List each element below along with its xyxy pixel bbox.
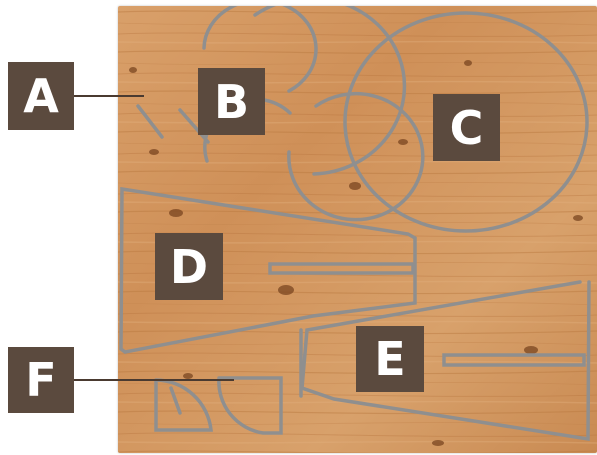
piece-b-outer-arc — [202, 6, 318, 93]
piece-b-cut — [178, 108, 210, 144]
label-d: D — [155, 233, 223, 300]
piece-a-inner-arc — [287, 91, 425, 222]
label-c: C — [433, 94, 500, 161]
piece-d-slot — [268, 262, 415, 275]
label-f: F — [8, 347, 74, 413]
piece-f-right — [217, 376, 283, 435]
piece-d-outline — [119, 186, 417, 354]
piece-f-divider — [169, 386, 182, 415]
panel-graphic — [118, 6, 597, 453]
leader-line-a — [74, 95, 144, 97]
label-a: A — [8, 62, 74, 130]
leader-line-f — [74, 379, 234, 381]
piece-c-circle — [343, 11, 589, 233]
piece-f-left — [154, 378, 213, 432]
piece-e-slot — [442, 353, 586, 367]
wooden-panel — [118, 6, 597, 453]
cut-grooves — [119, 6, 591, 442]
label-e: E — [356, 326, 424, 392]
label-b: B — [198, 68, 265, 135]
wood-knots — [129, 60, 583, 446]
piece-a-cut — [136, 104, 164, 139]
piece-a-outer-arc — [253, 6, 407, 176]
piece-e-outline — [300, 280, 591, 442]
